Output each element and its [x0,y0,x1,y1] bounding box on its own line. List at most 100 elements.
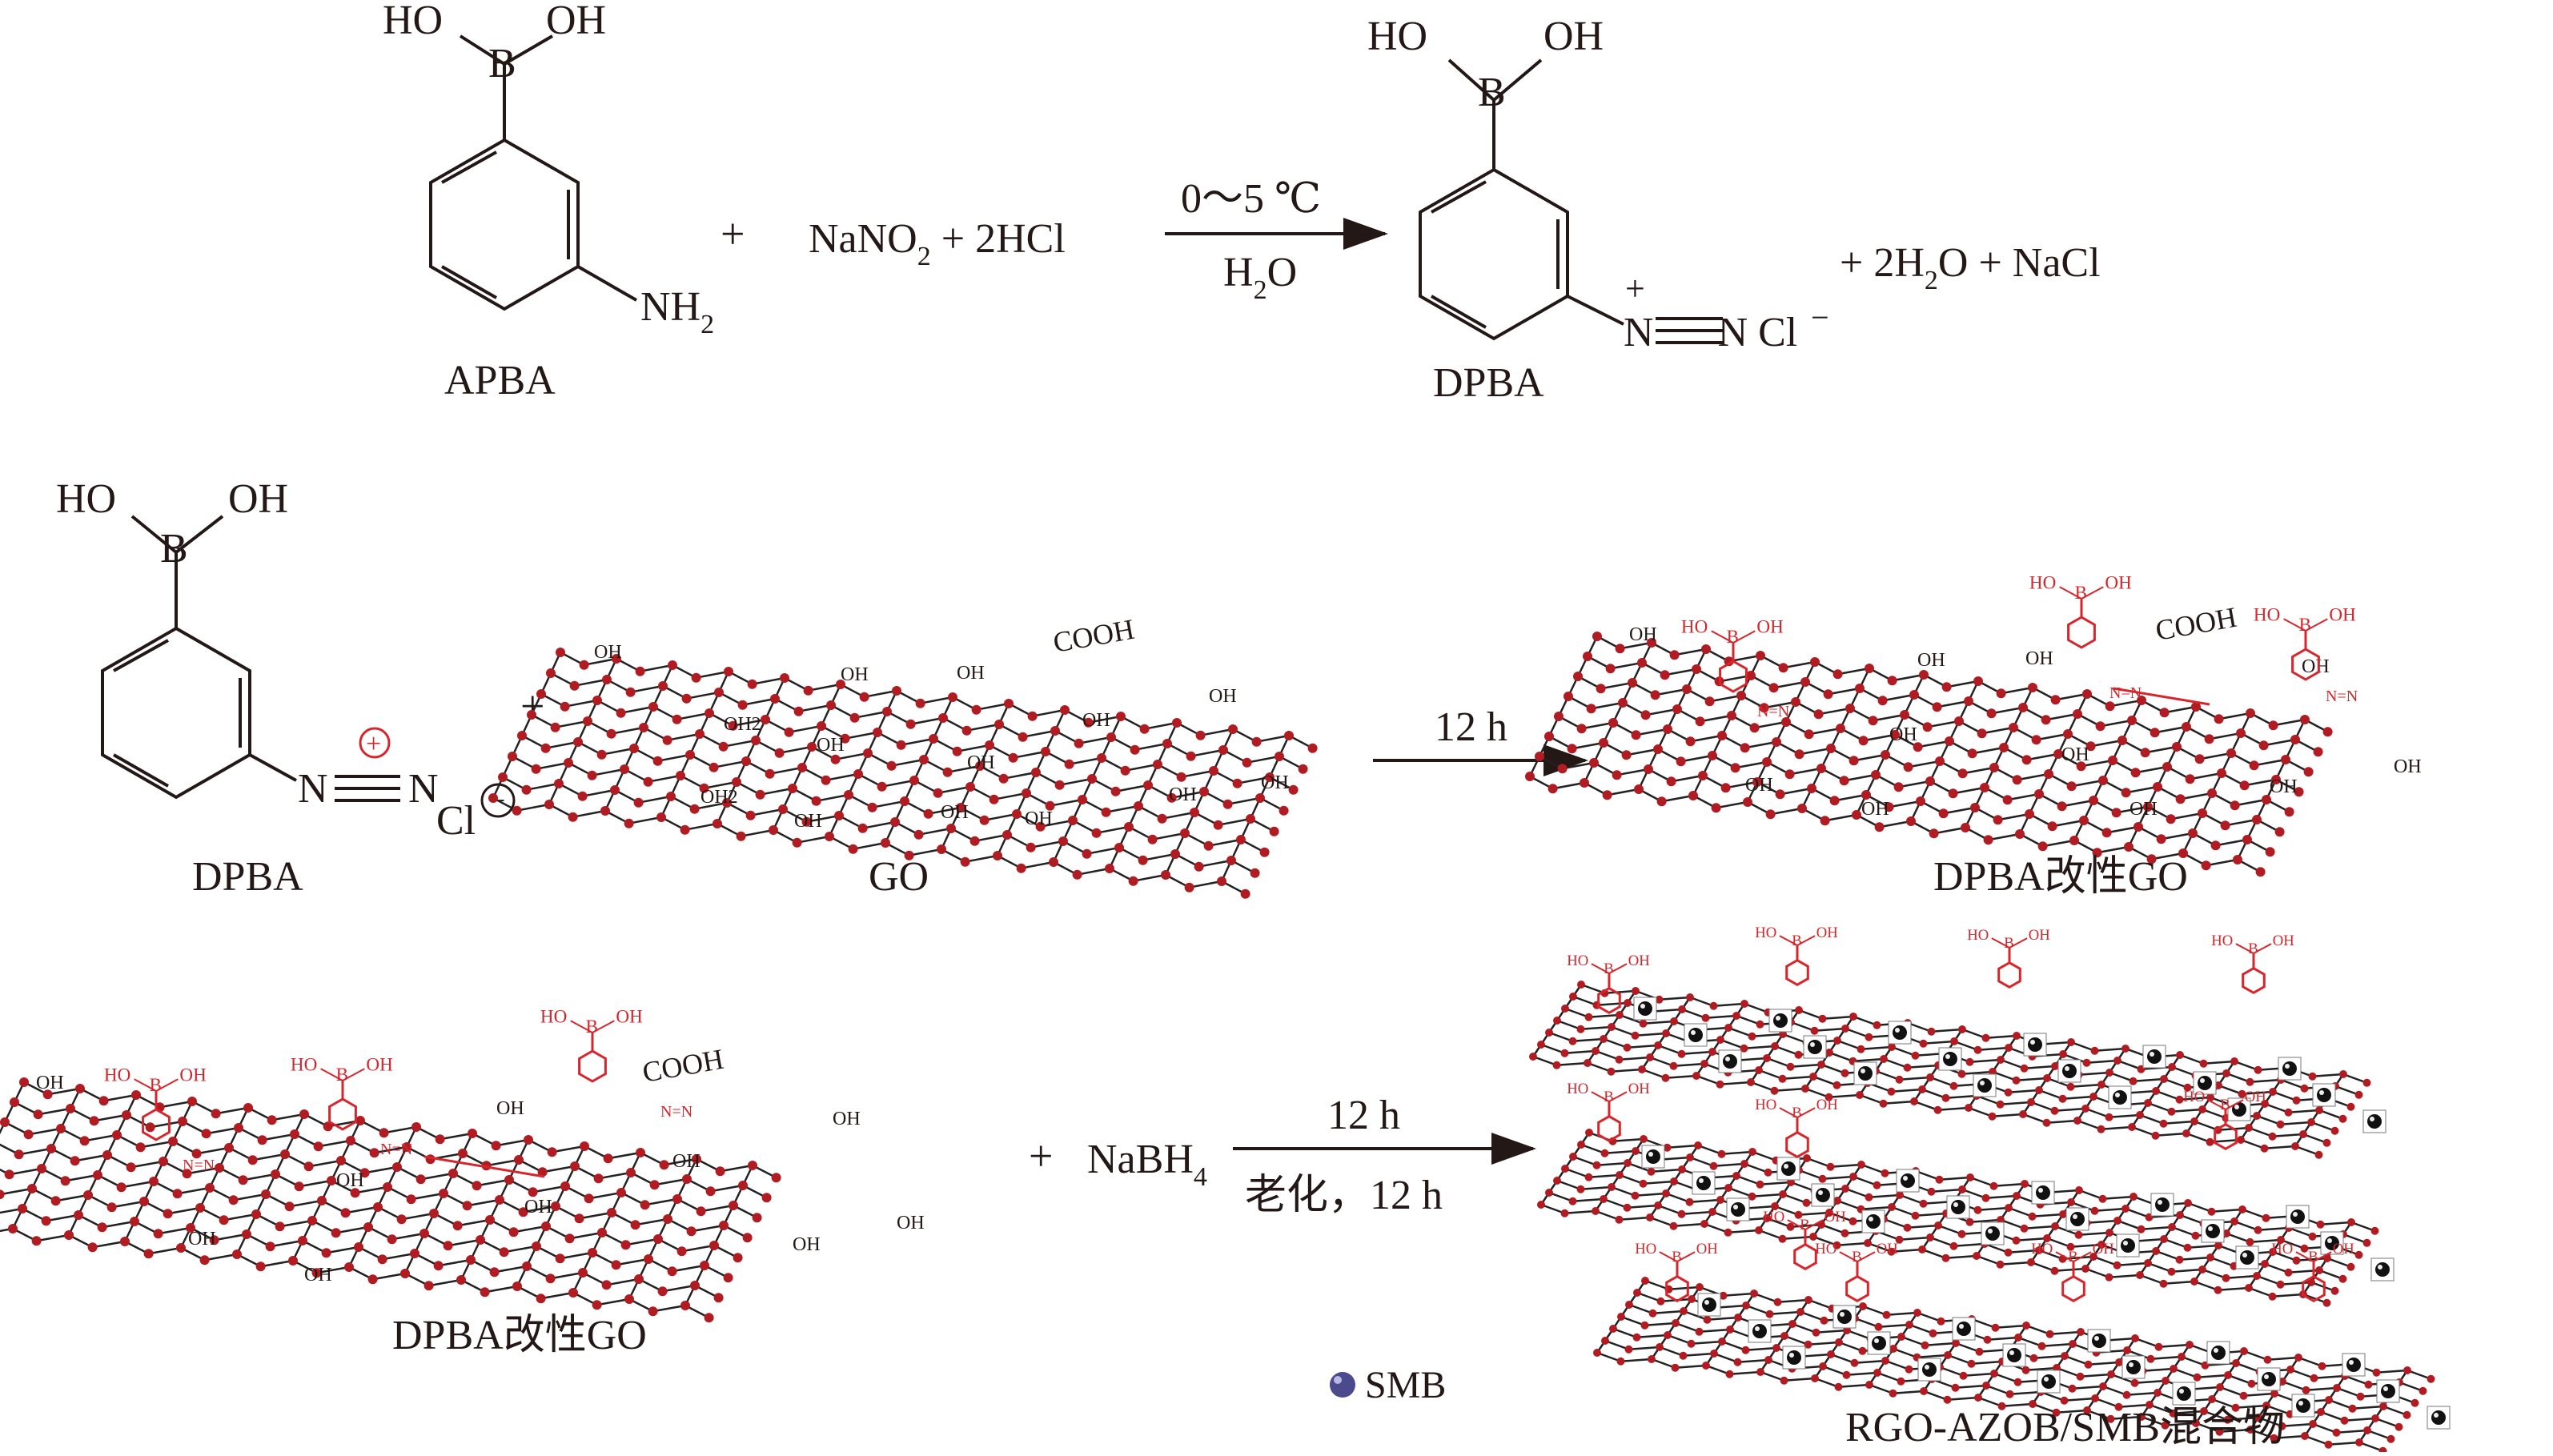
sheet-bond [1564,1049,1596,1054]
sheet-atom [1732,1172,1740,1180]
sheet-bond [2161,832,2194,840]
sheet-atom [2215,1427,2224,1436]
sheet-atom [2052,1408,2061,1417]
boron-bond [2305,618,2328,632]
smb-sphere [2007,1348,2021,1362]
sheet-atom [2130,1378,2139,1387]
sheet-bond [2350,1221,2375,1232]
sheet-atom [1927,1027,1936,1036]
sheet-bond [2302,1293,2327,1304]
sheet-atom [1644,764,1653,774]
sheet-atom [1927,1187,1936,1196]
sheet-bond [1604,989,1636,994]
sheet-atom [545,1273,556,1284]
smb-sphere [1943,1052,1957,1066]
sheet-bond [1125,763,1158,772]
sheet-atom [131,1090,141,1100]
smb-sphere-highlight [2298,1401,2303,1406]
sheet-bond [1985,1384,2010,1395]
smb-sphere-highlight [2242,1253,2247,1257]
sheet-atom [2310,1374,2318,1382]
sheet-atom [840,733,850,744]
sheet-atom [2277,1236,2285,1244]
sheet-atom [1809,1233,1817,1241]
sheet-atom [2066,781,2077,792]
sheet-atom [2150,728,2160,738]
sheet-atom [1631,730,1641,740]
sheet-bond [2248,1126,2273,1137]
sheet-atom [2260,1144,2269,1153]
sheet-atom [2302,1386,2310,1394]
sheet-atom [1981,1033,1990,1042]
sheet-bond [2094,1047,2126,1052]
oh-label: OH [1628,1081,1650,1097]
sheet-atom [1708,1208,1716,1216]
sheet-bond [1595,1209,1620,1221]
sheet-bond [2085,1267,2109,1278]
sheet-atom [696,1206,706,1217]
sheet-atom [2167,1107,2176,1116]
sheet-atom [1101,807,1111,817]
sheet-label: COOH [1050,613,1136,659]
sheet-bond [1699,1328,1731,1333]
sheet-bond [1256,734,1290,743]
sheet-atom [527,710,536,720]
sheet-bond [901,737,934,746]
sheet-bond [47,1087,81,1096]
sheet-bond [1773,680,1806,689]
boron-bond [1839,1251,1858,1262]
sheet-atom [135,1142,146,1153]
sheet-atom [1605,664,1616,674]
sheet-atom [2325,1396,2333,1404]
sheet-atom [2268,1132,2277,1141]
sheet-atom [554,779,564,788]
sheet-bond [2110,1415,2142,1420]
sheet-label: OH [1082,710,1110,731]
sheet-atom [1031,768,1041,777]
sheet-atom [1967,748,1977,759]
sheet-atom [1700,1060,1708,1068]
oh-label: OH [1628,953,1650,969]
sheet-atom [2238,1205,2246,1213]
sheet-atom [2031,735,2041,745]
sheet-bond [648,774,681,783]
smb-sphere-highlight [2208,1226,2213,1231]
sheet-bond [1745,1304,1770,1315]
sheet-bond [1612,1327,1637,1338]
sheet-atom [1973,676,1983,686]
sheet-atom [1941,1093,1950,1102]
sheet-atom [667,1266,677,1277]
smb-sphere [1957,1322,1971,1336]
smb-sphere [2346,1358,2361,1372]
sheet-bond [2045,712,2078,721]
sheet-bond [2070,1201,2095,1212]
sheet-atom [1669,1221,1678,1230]
sheet-bond [1969,1218,2001,1223]
smb-sphere-highlight [1925,1365,1929,1370]
sheet-bond [1782,1193,1807,1204]
sheet-atom [1820,816,1830,826]
sheet-atom [1228,724,1238,734]
smb-sphere [1866,1214,1881,1229]
boron-label: B [2299,614,2311,635]
sheet-atom [2076,1372,2085,1381]
sheet-atom [896,740,906,750]
sheet-atom [1829,796,1840,806]
sheet-atom [2313,747,2323,757]
sheet-atom [1648,1309,1657,1318]
smb-sphere-highlight [2065,1066,2069,1071]
sheet-bond [1671,774,1704,783]
smb-sphere-highlight [1874,1338,1879,1343]
sheet-atom [2146,1354,2155,1363]
sheet-atom [2238,1089,2246,1098]
sheet-atom [1849,756,1859,766]
sheet-atom [2268,1292,2277,1301]
sheet-atom [2198,808,2207,818]
boron-bond [1779,935,1798,946]
sheet-bond [1649,1056,1674,1067]
sheet-bond [2195,1422,2220,1433]
sheet-atom [1700,1220,1708,1228]
sheet-atom [1553,1177,1561,1185]
plus-sign-1: + [721,210,745,258]
condition-temperature: 0～5 ℃ [1181,176,1321,222]
